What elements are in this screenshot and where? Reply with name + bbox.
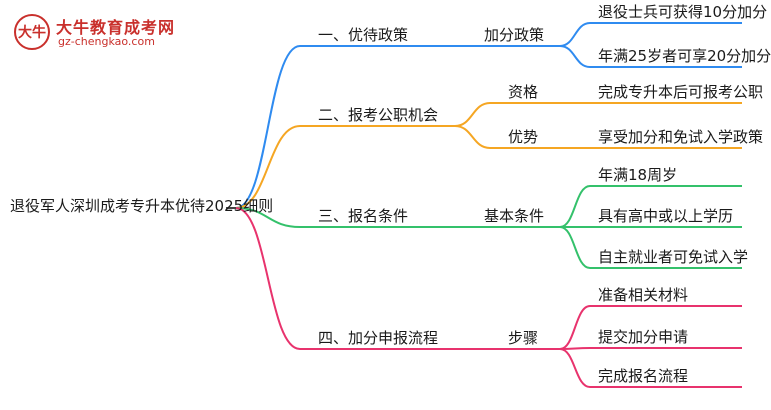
branch-edge (235, 45, 301, 209)
leaf-edge (559, 185, 591, 228)
leaf-edge (559, 305, 591, 350)
leaf-edge (559, 347, 591, 350)
branch-edge (235, 207, 301, 228)
leaf-edge (559, 226, 591, 269)
leaf-label: 完成专升本后可报考公职 (598, 83, 764, 101)
child-edge (454, 102, 491, 127)
leaf-label: 完成报名流程 (598, 367, 689, 385)
brand-url: gz-chengkao.com (58, 35, 155, 48)
sub-topic-label: 资格 (508, 83, 539, 101)
leaf-edge (559, 22, 591, 47)
leaf-label: 年满18周岁 (598, 166, 678, 184)
root-topic: 退役军人深圳成考专升本优待2025细则 (10, 197, 274, 215)
brand-logo: 大牛 大牛教育成考网 gz-chengkao.com (6, 12, 196, 52)
leaf-label: 退役士兵可获得10分加分 (598, 3, 768, 21)
sub-topic-label: 加分政策 (484, 26, 545, 44)
sub-topic-label: 优势 (508, 128, 539, 146)
leaf-edge (559, 348, 591, 388)
leaf-label: 准备相关材料 (598, 286, 689, 304)
branch-label: 四、加分申报流程 (318, 329, 439, 347)
leaf-label: 提交加分申请 (598, 328, 689, 346)
branch-edge (235, 207, 301, 350)
brand-name: 大牛教育成考网 (56, 18, 176, 37)
logo-icon: 大牛 (14, 14, 50, 50)
branch-label: 二、报考公职机会 (318, 106, 439, 124)
leaf-label: 具有高中或以上学历 (598, 207, 734, 225)
branch-label: 一、优待政策 (318, 26, 409, 44)
branch-edge (235, 125, 301, 209)
child-edge (454, 125, 491, 149)
sub-topic-label: 步骤 (508, 329, 539, 347)
mind-map-canvas (226, 22, 742, 388)
leaf-label: 自主就业者可免试入学 (598, 248, 749, 266)
leaf-edge (559, 45, 591, 68)
sub-topic-label: 基本条件 (484, 207, 545, 225)
leaf-label: 年满25岁者可享20分加分 (598, 47, 771, 65)
branch-label: 三、报名条件 (318, 207, 409, 225)
leaf-label: 享受加分和免试入学政策 (598, 128, 764, 146)
